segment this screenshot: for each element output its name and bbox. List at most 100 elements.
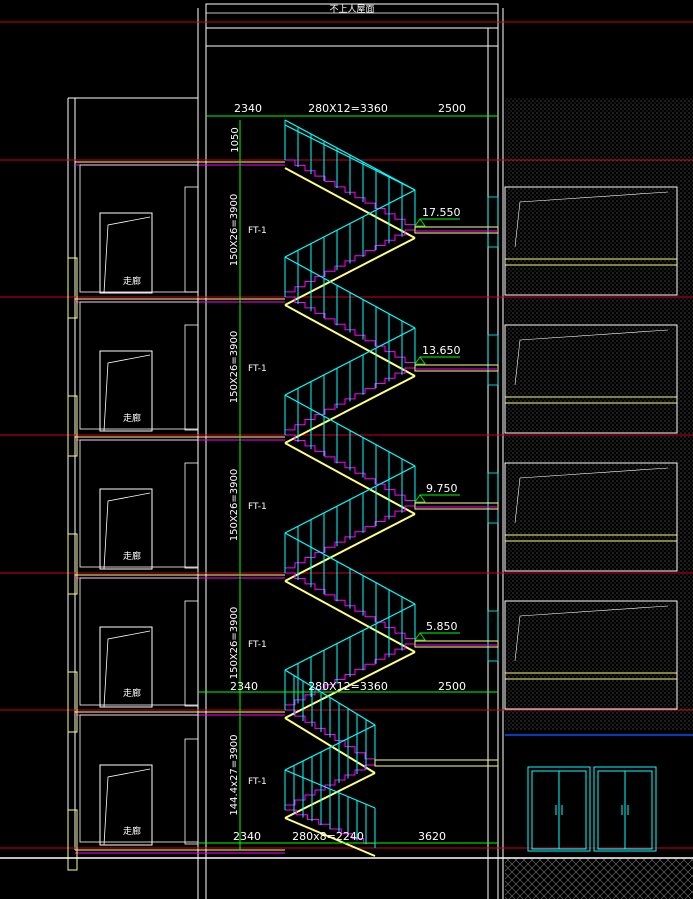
elevation-1: 17.550 <box>422 206 461 219</box>
door-swing <box>103 216 151 294</box>
elevation-3: 9.750 <box>426 482 458 495</box>
bottom-dim-right: 3620 <box>418 830 446 843</box>
wall-column <box>184 324 199 431</box>
door-frame <box>99 764 153 846</box>
right-column <box>487 196 499 248</box>
wall-column <box>184 186 199 293</box>
top-dim-middle: 280X12=3360 <box>308 102 388 115</box>
flight-down-2-slab <box>284 442 416 515</box>
window-line <box>514 329 669 386</box>
flight-up-1-steps <box>284 367 415 435</box>
wall-column <box>184 462 199 569</box>
wall-column <box>184 600 199 707</box>
top-dim-right: 2500 <box>438 102 466 115</box>
window-panel <box>504 186 678 296</box>
exterior-hatch <box>505 98 693 730</box>
bottom-dim-left: 2340 <box>233 830 261 843</box>
stair-label-5: FT-1 <box>248 777 267 787</box>
bottom-dim-middle: 280x8=2240 <box>292 830 364 843</box>
roof-label: 不上人屋面 <box>329 4 374 15</box>
bottom-dimensions: 2340 280x8=2240 3620 <box>198 830 498 844</box>
flight-up-0-slab <box>284 237 416 306</box>
window-line <box>514 191 669 248</box>
left-column <box>67 395 78 457</box>
flight-down-1-slab <box>284 304 416 377</box>
landing-slab <box>374 759 499 767</box>
flight-up-2-steps <box>284 505 415 573</box>
window-line <box>514 467 669 524</box>
door-swing <box>103 768 151 846</box>
vdim-2: 150X26=3900 <box>229 331 240 404</box>
right-column <box>487 334 499 386</box>
ground-hatch <box>505 858 693 899</box>
room-label-2: 走廊 <box>123 412 141 424</box>
room-label-5: 走廊 <box>123 825 141 837</box>
mid-dim-right: 2500 <box>438 680 466 693</box>
stair-labels: FT-1 FT-1 FT-1 FT-1 FT-1 <box>248 226 267 787</box>
door-swing <box>103 492 151 570</box>
flight-ground-a-slab <box>284 717 376 774</box>
mid-dim-left: 2340 <box>230 680 258 693</box>
door-frame <box>99 212 153 294</box>
room-labels: 走廊 走廊 走廊 走廊 走廊 <box>123 275 141 837</box>
flight-down-3-slab <box>284 580 416 653</box>
mid-dim-middle: 280X12=3360 <box>308 680 388 693</box>
wall-column <box>184 738 199 845</box>
roof: 不上人屋面 <box>205 3 499 23</box>
room-outline <box>79 164 199 293</box>
door-swing <box>103 354 151 432</box>
vertical-dimensions: 150X26=3900 150X26=3900 150X26=3900 150X… <box>229 194 240 816</box>
door-frame <box>99 626 153 708</box>
flight-ground-b-steps <box>284 764 375 810</box>
flight-up-3-steps <box>284 643 415 710</box>
left-column <box>67 257 78 319</box>
room-outline <box>79 439 199 568</box>
elevation-2: 13.650 <box>422 344 461 357</box>
flight-down-1-steps <box>285 296 416 368</box>
flight-ground-c-slab <box>284 817 376 857</box>
flight-up-1-slab <box>284 375 416 444</box>
elevation-4: 5.850 <box>426 620 458 633</box>
window-panels <box>487 186 678 710</box>
top-dimensions: 2340 280X12=3360 2500 1050 <box>206 102 498 153</box>
vdim-4: 150X26=3900 <box>229 607 240 680</box>
elevation-markers: 17.550 13.650 9.750 5.850 <box>414 206 461 641</box>
room-outline <box>79 301 199 430</box>
flight-up-3-slab <box>284 651 416 719</box>
stair-label-3: FT-1 <box>248 502 267 512</box>
room-label-1: 走廊 <box>123 275 141 287</box>
flight-ground-a-steps <box>285 709 376 765</box>
flight-up-2-slab <box>284 513 416 582</box>
stair-label-4: FT-1 <box>248 640 267 650</box>
corridor-rooms <box>67 164 199 871</box>
entrance-doors <box>527 766 657 852</box>
left-column <box>67 671 78 733</box>
flight-down-0-slab <box>284 167 416 239</box>
left-column <box>67 533 78 595</box>
door-swing <box>103 630 151 708</box>
flight-down-0-steps <box>285 159 416 230</box>
vdim-3: 150X26=3900 <box>229 469 240 542</box>
top-height-dim: 1050 <box>230 127 241 152</box>
room-outline <box>79 714 199 843</box>
door-frame <box>99 350 153 432</box>
right-column <box>487 610 499 662</box>
landing-slab <box>414 364 499 372</box>
vdim-5: 144.4x27=3900 <box>229 734 240 815</box>
landing-slab <box>414 640 499 648</box>
stair-label-2: FT-1 <box>248 364 267 374</box>
top-rail <box>284 124 416 191</box>
room-label-4: 走廊 <box>123 687 141 699</box>
flight-up-0-steps <box>284 229 415 297</box>
landing-slab <box>414 502 499 510</box>
window-panel <box>504 462 678 572</box>
flight-down-2-steps <box>285 434 416 506</box>
window-panel <box>504 600 678 710</box>
window-line <box>514 605 669 662</box>
flight-down-3-steps <box>285 572 416 644</box>
vdim-1: 150X26=3900 <box>229 194 240 267</box>
room-label-3: 走廊 <box>123 550 141 562</box>
right-column <box>487 472 499 524</box>
door-frame <box>99 488 153 570</box>
